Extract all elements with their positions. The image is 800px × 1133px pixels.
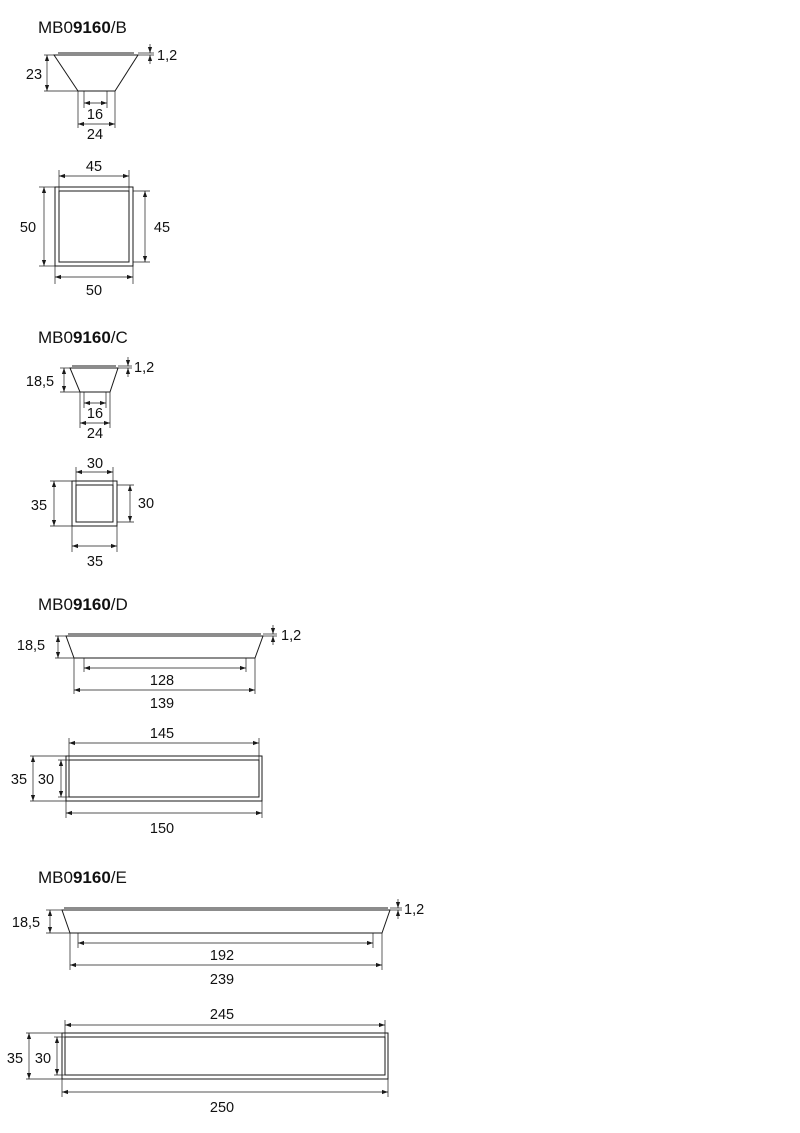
variant-c-title: MB09160/C <box>38 328 128 347</box>
base-length-label: 139 <box>150 696 174 712</box>
top-outer-height-label: 35 <box>31 498 47 514</box>
knob-side-profile <box>53 54 139 92</box>
top-inner-width-label: 45 <box>86 159 102 175</box>
handle-side-profile <box>65 635 264 659</box>
variant-b-side-view: 1,2 23 16 24 <box>26 44 177 143</box>
outer-rectangle <box>61 1032 389 1080</box>
knob-side-profile <box>69 367 119 393</box>
handle-side-profile <box>61 909 391 934</box>
top-outer-width-label: 50 <box>86 283 102 299</box>
height-label: 18,5 <box>12 915 40 931</box>
top-outer-width-label: 150 <box>150 821 174 837</box>
height-label: 23 <box>26 67 42 83</box>
variant-d-title: MB09160/D <box>38 595 128 614</box>
thickness-label: 1,2 <box>281 628 301 644</box>
inner-base-label: 16 <box>87 406 103 422</box>
top-inner-height-label: 30 <box>35 1051 51 1067</box>
top-inner-height-label: 45 <box>154 220 170 236</box>
inner-square <box>58 190 130 263</box>
thickness-label: 1,2 <box>134 360 154 376</box>
variant-c-side-view: 1,2 18,5 16 24 <box>26 357 154 442</box>
inner-square <box>75 484 114 523</box>
variant-e-title: MB09160/E <box>38 868 127 887</box>
inner-rectangle <box>64 1036 386 1076</box>
hole-spacing-label: 192 <box>210 948 234 964</box>
top-inner-width-label: 30 <box>87 456 103 472</box>
height-label: 18,5 <box>17 638 45 654</box>
top-inner-height-label: 30 <box>38 772 54 788</box>
hole-spacing-label: 128 <box>150 673 174 689</box>
top-outer-height-label: 35 <box>7 1051 23 1067</box>
thickness-label: 1,2 <box>157 48 177 64</box>
variant-d-top-view: 145 150 35 30 <box>11 726 263 837</box>
height-label: 18,5 <box>26 374 54 390</box>
outer-rectangle <box>65 755 263 802</box>
variant-d-side-view: 1,2 18,5 128 139 <box>17 625 301 712</box>
top-outer-width-label: 250 <box>210 1100 234 1116</box>
top-outer-width-label: 35 <box>87 554 103 570</box>
variant-e-top-view: 245 250 35 30 <box>7 1007 389 1116</box>
outer-base-label: 24 <box>87 426 103 442</box>
inner-rectangle <box>68 759 260 798</box>
outer-square <box>71 480 118 527</box>
top-inner-width-label: 245 <box>210 1007 234 1023</box>
inner-base-label: 16 <box>87 107 103 123</box>
top-outer-height-label: 50 <box>20 220 36 236</box>
top-outer-height-label: 35 <box>11 772 27 788</box>
top-inner-width-label: 145 <box>150 726 174 742</box>
top-inner-height-label: 30 <box>138 496 154 512</box>
base-length-label: 239 <box>210 972 234 988</box>
outer-base-label: 24 <box>87 127 103 143</box>
thickness-label: 1,2 <box>404 902 424 918</box>
outer-square <box>54 186 134 267</box>
variant-c-top-view: 30 35 35 30 <box>31 456 154 570</box>
variant-e-side-view: 1,2 18,5 192 239 <box>12 899 424 988</box>
variant-b-title: MB09160/B <box>38 18 127 37</box>
variant-b-top-view: 45 50 50 45 <box>20 159 170 299</box>
